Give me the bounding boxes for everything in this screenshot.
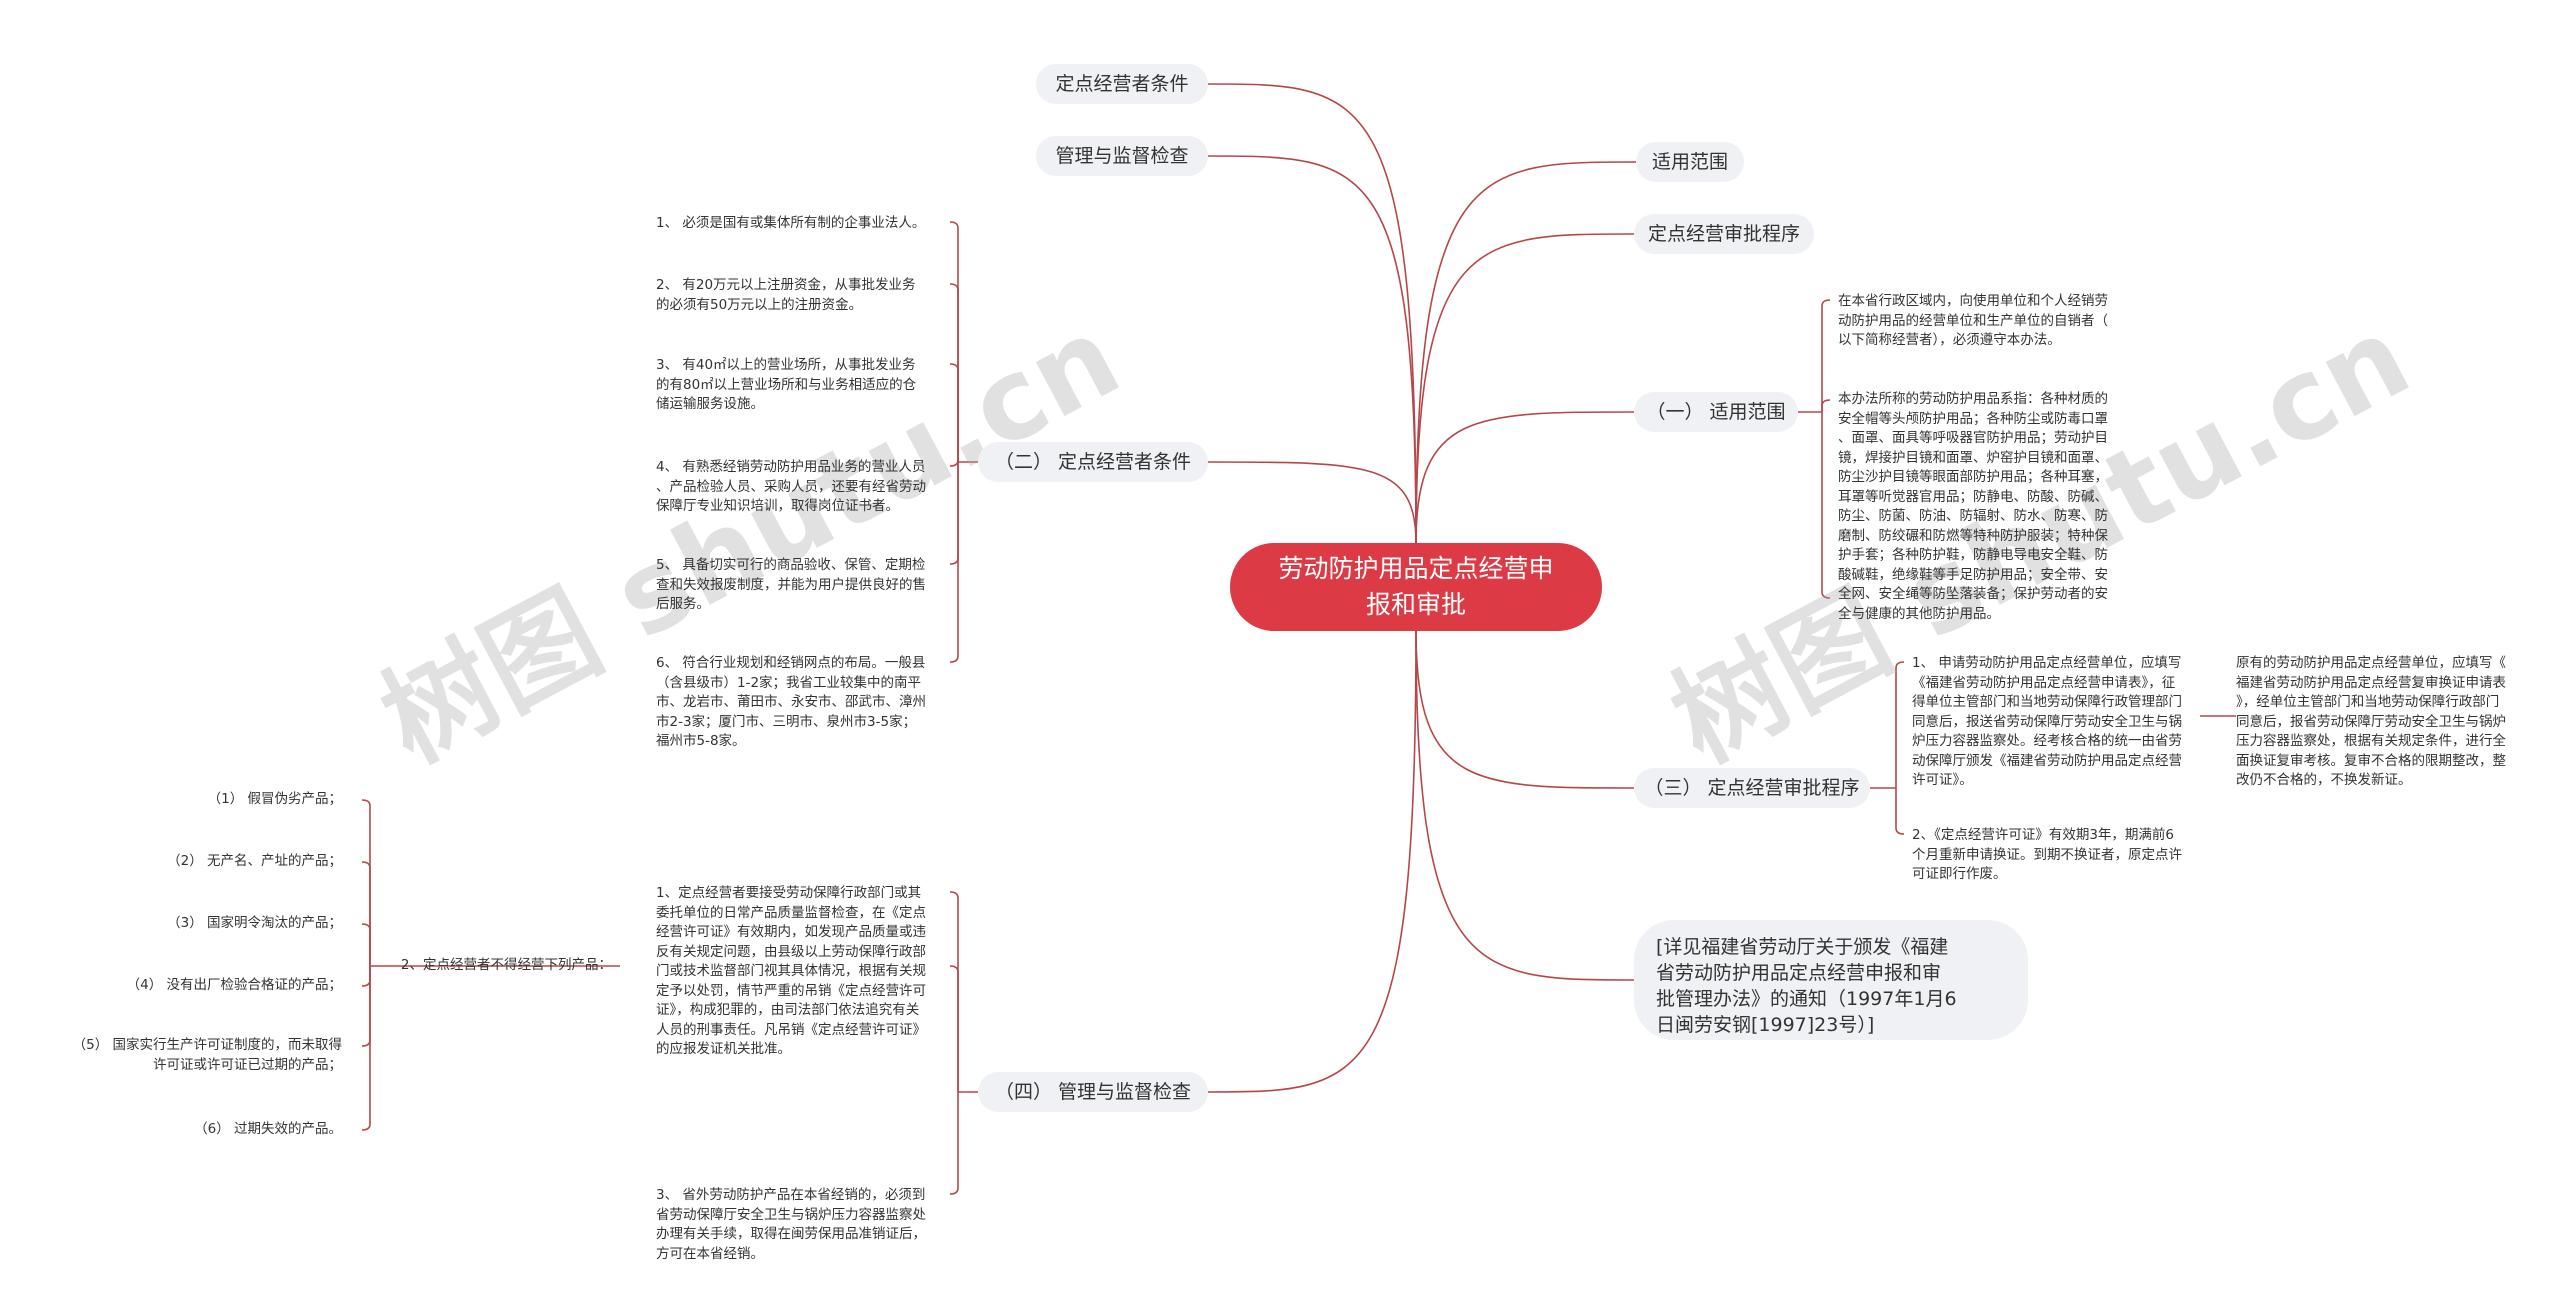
link-prohibited-items-3 bbox=[361, 923, 371, 966]
link-conditions-summary bbox=[1207, 83, 1417, 544]
topic-procedure[interactable]: （三） 定点经营审批程序 bbox=[1634, 768, 1870, 808]
topic-supervision-summary[interactable]: 管理与监督检查 bbox=[1036, 136, 1208, 176]
link-prohibited-items-4 bbox=[361, 966, 371, 987]
root-topic[interactable]: 劳动防护用品定点经营申 报和审批 bbox=[1230, 543, 1602, 631]
link-prohibited-items-2 bbox=[361, 861, 371, 966]
link-supervision-notes-2 bbox=[949, 965, 959, 1092]
link-supervision bbox=[1207, 630, 1417, 1093]
link-procedure-notes-2 bbox=[1895, 788, 1905, 835]
topic-conditions[interactable]: （二） 定点经营者条件 bbox=[978, 442, 1208, 482]
link-conditions bbox=[1207, 461, 1417, 544]
link-supervision-summary bbox=[1207, 155, 1417, 544]
prohibited-item-1: （1） 假冒伪劣产品； bbox=[207, 791, 342, 807]
link-scope-notes-1 bbox=[1821, 299, 1831, 412]
link-procedure bbox=[1415, 630, 1635, 789]
link-conditions-notes-4 bbox=[949, 459, 959, 467]
procedure-subnote: 原有的劳动防护用品定点经营单位，应填写《 福建省劳动防护用品定点经营复审换证申请… bbox=[2236, 655, 2506, 788]
supervision-note-3: 3、 省外劳动防护产品在本省经销的，必须到 省劳动保障厅安全卫生与锅炉压力容器监… bbox=[656, 1187, 926, 1262]
link-conditions-notes-2 bbox=[949, 283, 959, 462]
procedure-note-2: 2、《定点经营许可证》有效期3年，期满前6 个月重新申请换证。到期不换证者，原定… bbox=[1912, 827, 2182, 882]
link-prohibited-items-5 bbox=[361, 966, 371, 1047]
link-prohibited-items-6 bbox=[361, 966, 371, 1131]
link-procedure-notes-1 bbox=[1895, 661, 1905, 788]
conditions-note-2: 2、 有20万元以上注册资金，从事批发业务 的必须有50万元以上的注册资金。 bbox=[656, 277, 916, 313]
prohibited-label: 2、定点经营者不得经营下列产品： bbox=[400, 957, 612, 973]
topic-conditions-summary[interactable]: 定点经营者条件 bbox=[1036, 64, 1208, 104]
link-scope bbox=[1415, 411, 1635, 544]
procedure-note-1: 1、 申请劳动防护用品定点经营单位，应填写 《福建省劳动防护用品定点经营申请表》… bbox=[1912, 655, 2182, 788]
prohibited-item-6: （6） 过期失效的产品。 bbox=[194, 1121, 342, 1137]
conditions-note-6: 6、 符合行业规划和经销网点的布局。一般县 （含县级市）1-2家；我省工业较集中… bbox=[656, 655, 926, 749]
reference-note[interactable]: [详见福建省劳动厅关于颁发《福建 省劳动防护用品定点经营申报和审 批管理办法》的… bbox=[1634, 920, 2028, 1040]
prohibited-item-5: （5） 国家实行生产许可证制度的，而未取得 许可证或许可证已过期的产品； bbox=[72, 1037, 342, 1073]
link-scope-notes-3 bbox=[1821, 412, 1831, 599]
topic-scope[interactable]: （一） 适用范围 bbox=[1634, 392, 1798, 432]
link-conditions-notes-1 bbox=[949, 221, 959, 462]
topic-supervision[interactable]: （四） 管理与监督检查 bbox=[978, 1072, 1208, 1112]
link-conditions-notes-6 bbox=[949, 462, 959, 663]
link-prohibited-items-1 bbox=[361, 799, 371, 966]
prohibited-item-4: （4） 没有出厂检验合格证的产品； bbox=[126, 977, 342, 993]
prohibited-item-2: （2） 无产名、产址的产品； bbox=[167, 853, 342, 869]
link-scope-notes-2 bbox=[1821, 399, 1831, 412]
topic-scope-summary[interactable]: 适用范围 bbox=[1636, 142, 1744, 182]
link-conditions-notes-5 bbox=[949, 462, 959, 565]
conditions-note-4: 4、 有熟悉经销劳动防护用品业务的营业人员 、产品检验人员、采购人员，还要有经省… bbox=[656, 459, 926, 514]
link-supervision-notes-3 bbox=[949, 1092, 959, 1195]
conditions-note-5: 5、 具备切实可行的商品验收、保管、定期检 查和失效报废制度，并能为用户提供良好… bbox=[656, 557, 926, 612]
conditions-note-1: 1、 必须是国有或集体所有制的企事业法人。 bbox=[656, 215, 926, 231]
topic-procedure-summary[interactable]: 定点经营审批程序 bbox=[1634, 214, 1814, 254]
prohibited-item-3: （3） 国家明令淘汰的产品； bbox=[167, 915, 342, 931]
link-conditions-notes-3 bbox=[949, 363, 959, 462]
link-scope-summary bbox=[1415, 161, 1637, 544]
link-reference bbox=[1415, 630, 1635, 981]
link-supervision-notes-1 bbox=[949, 891, 959, 1092]
link-procedure-summary bbox=[1415, 233, 1635, 544]
supervision-note-1: 1、定点经营者要接受劳动保障行政部门或其 委托单位的日常产品质量监督检查，在《定… bbox=[656, 885, 926, 1057]
scope-note-2: 本办法所称的劳动防护用品系指：各种材质的 安全帽等头颅防护用品；各种防尘或防毒口… bbox=[1838, 391, 2108, 622]
conditions-note-3: 3、 有40㎡以上的营业场所，从事批发业务 的有80㎡以上营业场所和与业务相适应… bbox=[656, 357, 917, 412]
scope-note-1: 在本省行政区域内，向使用单位和个人经销劳 动防护用品的经营单位和生产单位的自销者… bbox=[1838, 293, 2108, 348]
